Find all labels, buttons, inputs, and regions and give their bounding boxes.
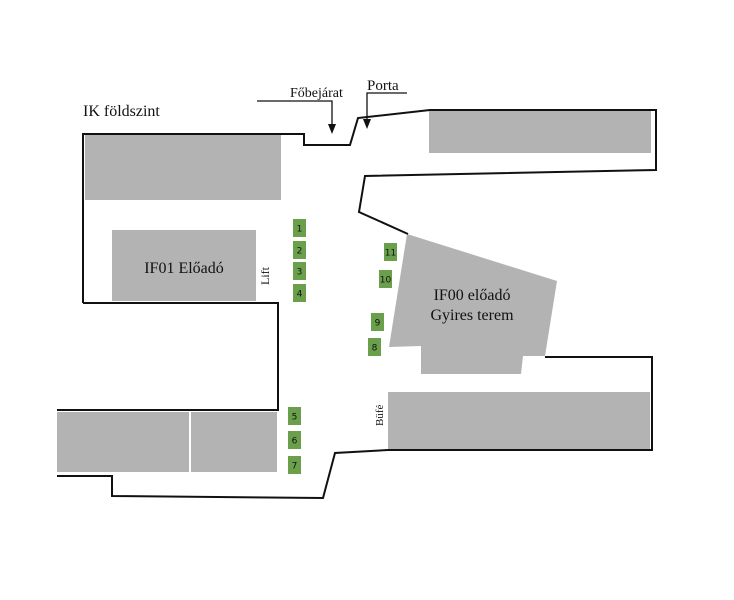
marker-11[interactable] bbox=[384, 243, 397, 261]
marker-label-3: 3 bbox=[297, 268, 303, 278]
building-outline-right bbox=[388, 356, 653, 451]
marker-label-6: 6 bbox=[292, 437, 298, 447]
room-top-right bbox=[429, 111, 651, 153]
marker-group: 1 2 3 4 5 6 7 8 9 10 11 bbox=[288, 219, 397, 474]
main-entrance-pointer bbox=[257, 100, 333, 126]
marker-7[interactable] bbox=[288, 456, 301, 474]
bufe-label: Büfé bbox=[374, 405, 386, 427]
main-entrance-label: Főbejárat bbox=[290, 86, 343, 101]
marker-label-7: 7 bbox=[292, 462, 298, 472]
building-outline-upper bbox=[82, 109, 657, 303]
porta-arrow-icon bbox=[363, 119, 371, 129]
marker-label-10: 10 bbox=[380, 276, 392, 286]
marker-label-2: 2 bbox=[297, 247, 303, 257]
if01-label: IF01 Előadó bbox=[144, 260, 224, 277]
room-if00[interactable] bbox=[389, 234, 557, 374]
marker-2[interactable] bbox=[293, 241, 306, 259]
marker-1[interactable] bbox=[293, 219, 306, 237]
marker-8[interactable] bbox=[368, 338, 381, 356]
room-if01[interactable] bbox=[112, 230, 256, 301]
if00-label-line2: Gyires terem bbox=[430, 307, 514, 324]
marker-label-4: 4 bbox=[297, 290, 303, 300]
porta-pointer bbox=[366, 92, 407, 120]
marker-5[interactable] bbox=[288, 407, 301, 425]
lift-label: Lift bbox=[258, 266, 272, 285]
floor-title: IK földszint bbox=[83, 103, 160, 120]
room-top-left bbox=[85, 135, 281, 200]
marker-6[interactable] bbox=[288, 431, 301, 449]
marker-4[interactable] bbox=[293, 284, 306, 302]
marker-9[interactable] bbox=[371, 313, 384, 331]
building-outline-mid-left bbox=[57, 302, 279, 411]
marker-label-1: 1 bbox=[297, 225, 303, 235]
marker-label-11: 11 bbox=[385, 249, 396, 259]
porta-label: Porta bbox=[367, 78, 399, 94]
marker-label-9: 9 bbox=[375, 319, 381, 329]
room-bottom-left-a bbox=[57, 412, 189, 472]
marker-label-5: 5 bbox=[292, 413, 298, 423]
room-bottom-right bbox=[388, 392, 650, 450]
building-outline-bottom bbox=[57, 449, 389, 500]
marker-10[interactable] bbox=[379, 270, 392, 288]
marker-3[interactable] bbox=[293, 262, 306, 280]
room-bottom-left-b bbox=[191, 412, 277, 472]
marker-label-8: 8 bbox=[372, 344, 378, 354]
if00-label-line1: IF00 előadó bbox=[434, 287, 511, 304]
main-entrance-arrow-icon bbox=[328, 124, 336, 134]
